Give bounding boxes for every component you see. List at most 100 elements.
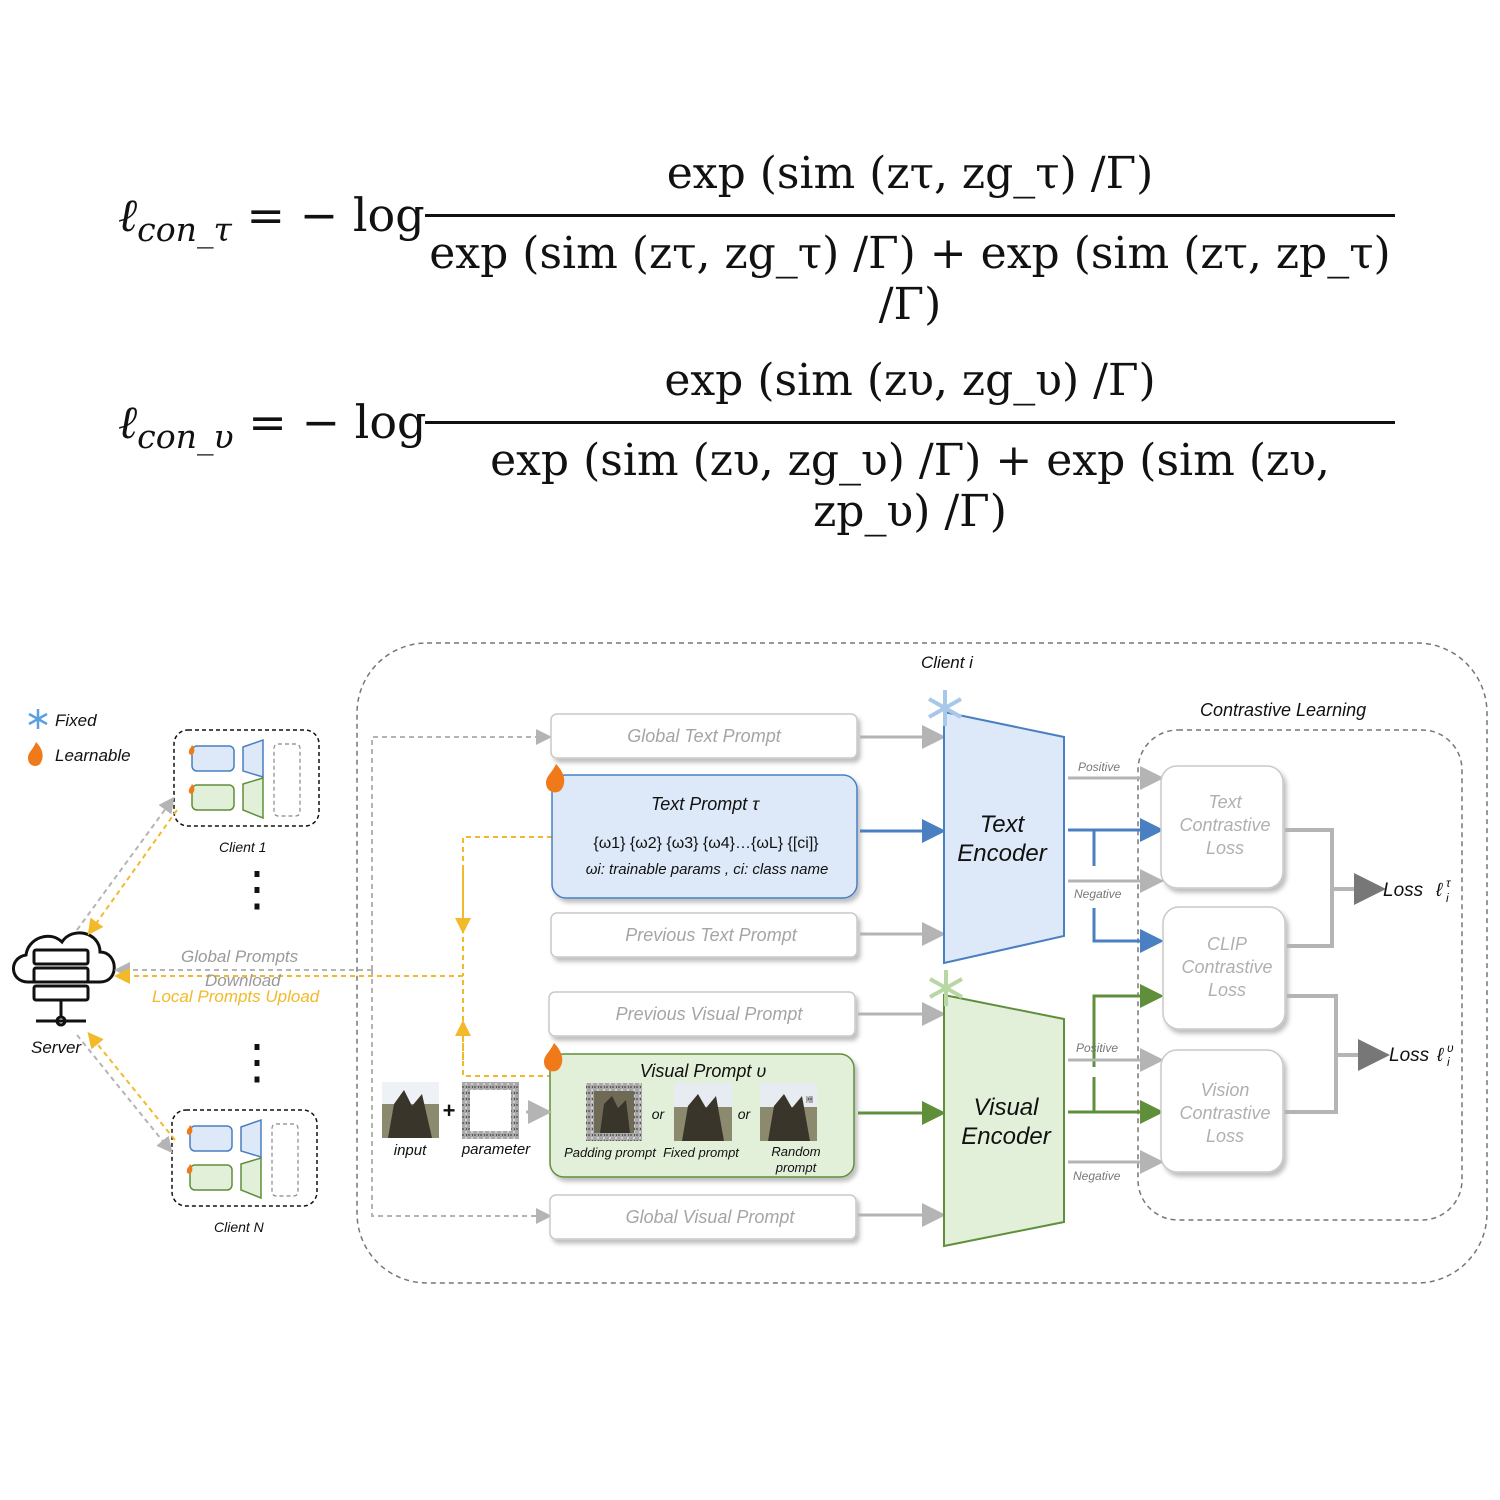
ell-subscript: con_τ xyxy=(137,210,232,250)
neg-log: = − log xyxy=(248,395,427,449)
svg-text:i: i xyxy=(1447,1055,1450,1069)
flame-icon xyxy=(546,764,565,793)
equation-denominator: exp (sim (zτ, zg_τ) /Γ) + exp (sim (zτ, … xyxy=(429,228,1391,330)
text-loss-line-2: Contrastive xyxy=(1179,815,1270,835)
legend: Fixed Learnable xyxy=(28,709,131,766)
ell-symbol: ℓ xyxy=(118,395,138,449)
or-label-2: or xyxy=(738,1106,752,1122)
clip-loss-line-1: CLIP xyxy=(1207,934,1247,954)
loss-combination-lines xyxy=(1285,828,1390,1114)
clip-loss-line-3: Loss xyxy=(1208,980,1246,1000)
svg-text:ℓ: ℓ xyxy=(1435,880,1443,901)
plus-sign: + xyxy=(443,1098,456,1123)
ell-subscript: con_υ xyxy=(137,417,234,457)
visual-encoder-label-1: Visual xyxy=(974,1094,1040,1121)
input-label: input xyxy=(394,1142,427,1159)
flame-icon xyxy=(28,742,43,766)
fraction-bar xyxy=(425,214,1395,217)
vision-loss-line-2: Contrastive xyxy=(1179,1103,1270,1123)
text-prompt-title: Text Prompt τ xyxy=(651,794,760,814)
equation-numerator: exp (sim (zτ, zg_τ) /Γ) xyxy=(666,148,1154,199)
svg-text:i: i xyxy=(1446,891,1449,905)
visual-prompt-title: Visual Prompt υ xyxy=(640,1061,767,1081)
parameter-label: parameter xyxy=(461,1141,531,1158)
global-text-prompt-box: Global Text Prompt xyxy=(550,713,858,759)
random-prompt-label-1: Random xyxy=(771,1144,820,1159)
negative-label-1: Negative xyxy=(1074,887,1122,901)
text-encoder-label-1: Text xyxy=(980,811,1026,838)
client-i-frame xyxy=(356,642,1488,1284)
vision-loss-line-1: Vision xyxy=(1201,1080,1250,1100)
client-1-label: Client 1 xyxy=(219,839,266,855)
local-upload-paths xyxy=(455,836,552,1077)
global-text-prompt-label: Global Text Prompt xyxy=(627,726,781,746)
client-n-label: Client N xyxy=(214,1219,265,1235)
equation-text-loss: ℓcon_τ = − log exp (sim (zτ, zg_τ) /Γ) e… xyxy=(0,148,1500,330)
text-encoder-label-2: Encoder xyxy=(957,840,1047,867)
negative-label-2: Negative xyxy=(1073,1169,1121,1183)
encoder-loss-arrows xyxy=(1068,766,1164,1174)
flame-icon xyxy=(544,1043,563,1072)
text-loss-line-1: Text xyxy=(1208,792,1242,812)
clip-loss-line-2: Contrastive xyxy=(1181,957,1272,977)
upload-label: Local Prompts Upload xyxy=(152,987,320,1006)
equation-denominator: exp (sim (zυ, zg_υ) /Γ) + exp (sim (zυ, … xyxy=(490,435,1330,537)
server-icon xyxy=(12,931,116,1027)
visual-encoder: Visual Encoder xyxy=(943,993,1065,1248)
neg-log: = − log xyxy=(246,188,425,242)
ell-symbol: ℓ xyxy=(118,188,138,242)
prompt-encoder-arrows xyxy=(858,725,946,1227)
ellipsis-lower: ⋮ xyxy=(233,1036,281,1089)
equation-lhs: ℓcon_τ = − log xyxy=(118,188,425,249)
input-image xyxy=(382,1082,439,1138)
download-label-2: Download xyxy=(205,971,281,990)
snowflake-icon xyxy=(28,709,48,729)
clip-contrastive-loss-box: CLIP Contrastive Loss xyxy=(1162,906,1286,1030)
fixed-prompt-label: Fixed prompt xyxy=(663,1145,740,1160)
positive-label-1: Positive xyxy=(1078,760,1120,774)
snowflake-icon xyxy=(928,690,962,726)
global-prompt-paths xyxy=(371,729,552,1224)
parameter-image xyxy=(462,1082,519,1139)
text-contrastive-loss-box: Text Contrastive Loss xyxy=(1160,765,1284,889)
text-loss-line-3: Loss xyxy=(1206,838,1244,858)
positive-label-2: Positive xyxy=(1076,1041,1118,1055)
equation-lhs: ℓcon_υ = − log xyxy=(118,395,426,456)
client-1-box xyxy=(173,729,320,827)
visual-encoder-label-2: Encoder xyxy=(961,1123,1051,1150)
legend-learnable: Learnable xyxy=(55,746,131,765)
previous-text-prompt-box: Previous Text Prompt xyxy=(550,912,858,958)
random-prompt-label-2: prompt xyxy=(775,1160,818,1175)
contrastive-frame xyxy=(1137,729,1463,1221)
snowflake-icon xyxy=(929,970,963,1006)
text-prompt-box: Text Prompt τ {ω1} {ω2} {ω3} {ω4}…{ωL} {… xyxy=(551,774,858,899)
download-label-1: Global Prompts xyxy=(181,947,299,966)
contrastive-title: Contrastive Learning xyxy=(1200,700,1366,720)
global-visual-prompt-box: Global Visual Prompt xyxy=(549,1194,857,1240)
loss-visual-output: Loss ℓ υ i xyxy=(1389,1041,1454,1069)
previous-visual-prompt-box: Previous Visual Prompt xyxy=(548,991,856,1037)
server-label: Server xyxy=(31,1038,82,1057)
svg-text:υ: υ xyxy=(1447,1041,1454,1055)
svg-text:ℓ: ℓ xyxy=(1436,1045,1444,1066)
text-encoder: Text Encoder xyxy=(943,710,1065,965)
equation-visual-loss: ℓcon_υ = − log exp (sim (zυ, zg_υ) /Γ) e… xyxy=(0,355,1500,537)
global-visual-prompt-label: Global Visual Prompt xyxy=(626,1207,796,1227)
client-n-box xyxy=(171,1109,318,1207)
loss-text-label: Loss xyxy=(1383,880,1424,901)
fraction-bar xyxy=(425,421,1395,424)
svg-text:τ: τ xyxy=(1446,876,1452,890)
equation-numerator: exp (sim (zυ, zg_υ) /Γ) xyxy=(664,355,1156,406)
server-client-arrows xyxy=(76,796,463,1154)
text-prompt-note: ωi: trainable params , ci: class name xyxy=(586,861,829,878)
visual-prompt-box: Visual Prompt υ or or Padding prompt Fix… xyxy=(549,1053,855,1178)
padding-prompt-label: Padding prompt xyxy=(564,1145,657,1160)
previous-text-prompt-label: Previous Text Prompt xyxy=(625,925,797,945)
previous-visual-prompt-label: Previous Visual Prompt xyxy=(616,1004,804,1024)
client-i-title: Client i xyxy=(921,653,974,672)
or-label-1: or xyxy=(652,1106,666,1122)
loss-text-output: Loss ℓ τ i xyxy=(1383,876,1452,905)
loss-visual-label: Loss xyxy=(1389,1045,1430,1066)
ellipsis-upper: ⋮ xyxy=(233,863,281,916)
